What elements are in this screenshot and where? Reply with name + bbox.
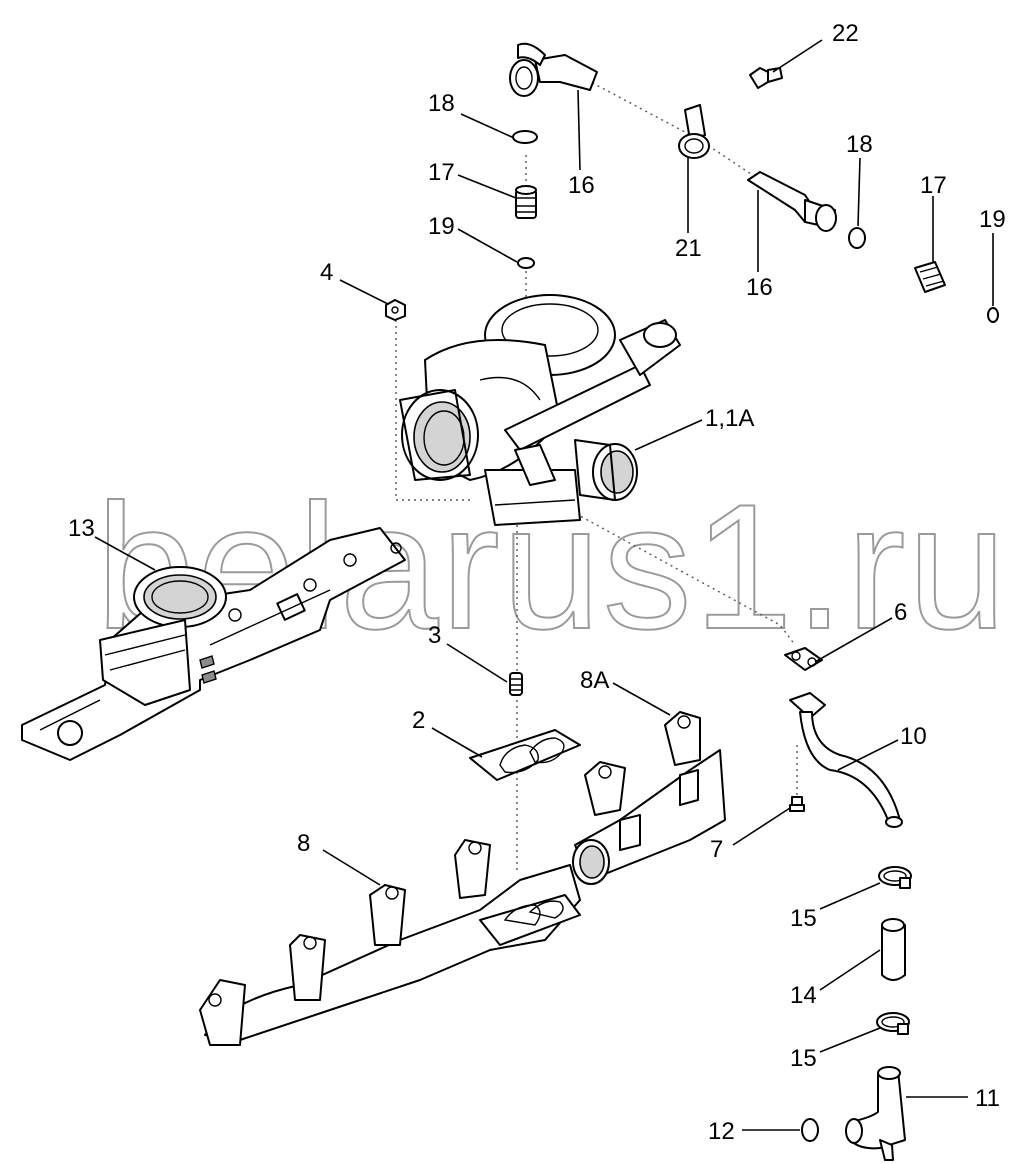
callout-labels: 22 18 16 17 19 21 16 18 17 19 4 1,1A 13 … [68, 20, 1006, 1145]
part-22-bolt [749, 67, 783, 89]
callout-15: 15 [790, 1045, 817, 1072]
callout-19: 19 [979, 206, 1006, 233]
callout-21: 21 [675, 235, 702, 262]
callout-12: 12 [708, 1118, 735, 1145]
callout-17: 17 [920, 172, 947, 199]
callout-16: 16 [746, 274, 773, 301]
part-19-oring-left [517, 257, 535, 269]
part-7-bolt [789, 796, 805, 812]
part-21-bracket [678, 104, 710, 159]
callout-17: 17 [428, 159, 455, 186]
callout-11: 11 [975, 1085, 1000, 1112]
part-8a-manifold [572, 711, 726, 885]
part-17-fitting-right [914, 261, 946, 293]
callout-6: 6 [894, 599, 907, 626]
part-11-elbow [845, 1066, 906, 1161]
part-19-oring-right [987, 307, 999, 323]
callout-7: 7 [710, 836, 723, 863]
callout-18: 18 [428, 90, 455, 117]
callout-3: 3 [428, 622, 441, 649]
part-18-washer-right [848, 227, 866, 249]
callout-22: 22 [832, 20, 859, 47]
part-6-flange [784, 647, 823, 671]
callout-2: 2 [412, 707, 425, 734]
callout-1-1a: 1,1A [705, 405, 754, 432]
part-10-drain-tube [789, 692, 903, 828]
callout-13: 13 [68, 515, 95, 542]
part-4-nut [385, 299, 406, 321]
part-14-hose [881, 918, 906, 981]
callout-16: 16 [568, 172, 595, 199]
leader-lines [94, 39, 994, 1131]
callout-10: 10 [900, 723, 927, 750]
callout-19: 19 [428, 213, 455, 240]
part-16-line-top [509, 42, 598, 97]
callout-8: 8 [297, 830, 310, 857]
part-12-oring [801, 1118, 819, 1142]
part-3-stud [509, 672, 523, 696]
callout-8a: 8A [580, 667, 609, 694]
part-17-fitting-left [515, 185, 537, 219]
part-8-manifold [199, 839, 581, 1046]
part-1-turbocharger [399, 294, 681, 526]
callout-4: 4 [320, 259, 333, 286]
callout-15: 15 [790, 905, 817, 932]
part-15-clamp-bottom [876, 1012, 910, 1035]
part-16-line-right [747, 171, 837, 232]
part-13-manifold [21, 527, 406, 761]
part-18-washer-left [512, 130, 538, 144]
callout-14: 14 [790, 982, 817, 1009]
part-15-clamp-top [878, 866, 912, 889]
part-2-gasket [469, 729, 581, 781]
callout-18: 18 [846, 131, 873, 158]
